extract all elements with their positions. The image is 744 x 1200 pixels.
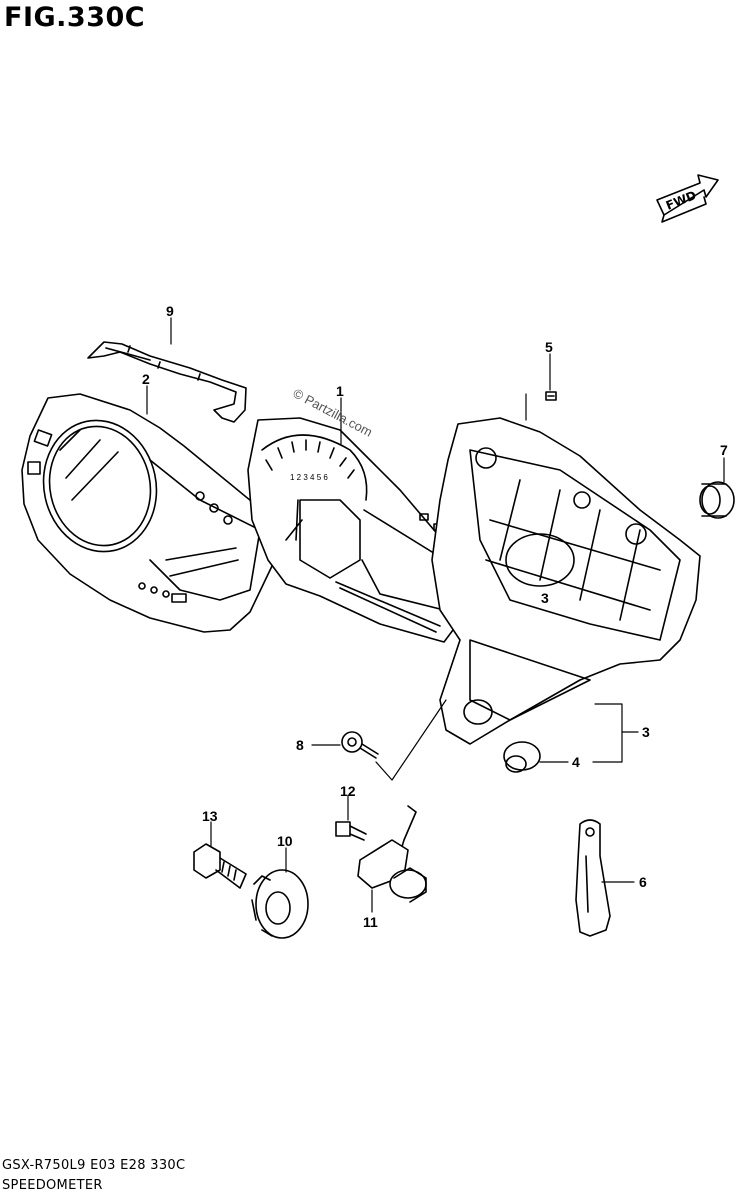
part-5-screw <box>545 391 557 401</box>
part-7-grommet <box>699 481 735 519</box>
model-code: GSX-R750L9 E03 E28 330C <box>2 1158 186 1173</box>
fwd-arrow-icon: FWD <box>656 174 719 223</box>
callout-11: 11 <box>363 914 378 930</box>
section-name: SPEEDOMETER <box>2 1178 103 1193</box>
figure-title: FIG.330C <box>4 2 146 33</box>
callout-9: 9 <box>166 303 174 319</box>
part-9-cover-strip <box>87 341 247 423</box>
part-6-strap <box>575 819 611 937</box>
part-1-meter-assembly: 1 2 3 4 5 6 <box>247 417 469 643</box>
callout-2: 2 <box>142 371 150 387</box>
callout-12: 12 <box>340 783 356 799</box>
leader-lines <box>146 317 725 913</box>
part-12-screw <box>335 821 367 841</box>
callout-5: 5 <box>545 339 553 355</box>
part-10-gear <box>251 869 309 939</box>
part-3-rear-case <box>431 417 701 745</box>
callout-3: 3 <box>642 724 650 740</box>
callout-7: 7 <box>720 442 728 458</box>
part-11-sensor <box>357 805 427 903</box>
callout-labels: 1 2 3 4 5 6 7 8 9 10 11 12 13 <box>142 303 728 930</box>
part-4-cushion <box>503 741 541 773</box>
part-8-screw <box>341 731 379 759</box>
part-13-bolt <box>193 843 247 889</box>
callout-6: 6 <box>639 874 647 890</box>
callout-13: 13 <box>202 808 218 824</box>
inline-part-mark: 3 <box>541 590 549 606</box>
callout-10: 10 <box>277 833 293 849</box>
callout-4: 4 <box>572 754 580 770</box>
callout-8: 8 <box>296 737 304 753</box>
part-2-meter-cover <box>21 393 279 633</box>
callout-1: 1 <box>336 383 344 399</box>
svg-text:1 2 3 4 5 6: 1 2 3 4 5 6 <box>290 473 328 482</box>
